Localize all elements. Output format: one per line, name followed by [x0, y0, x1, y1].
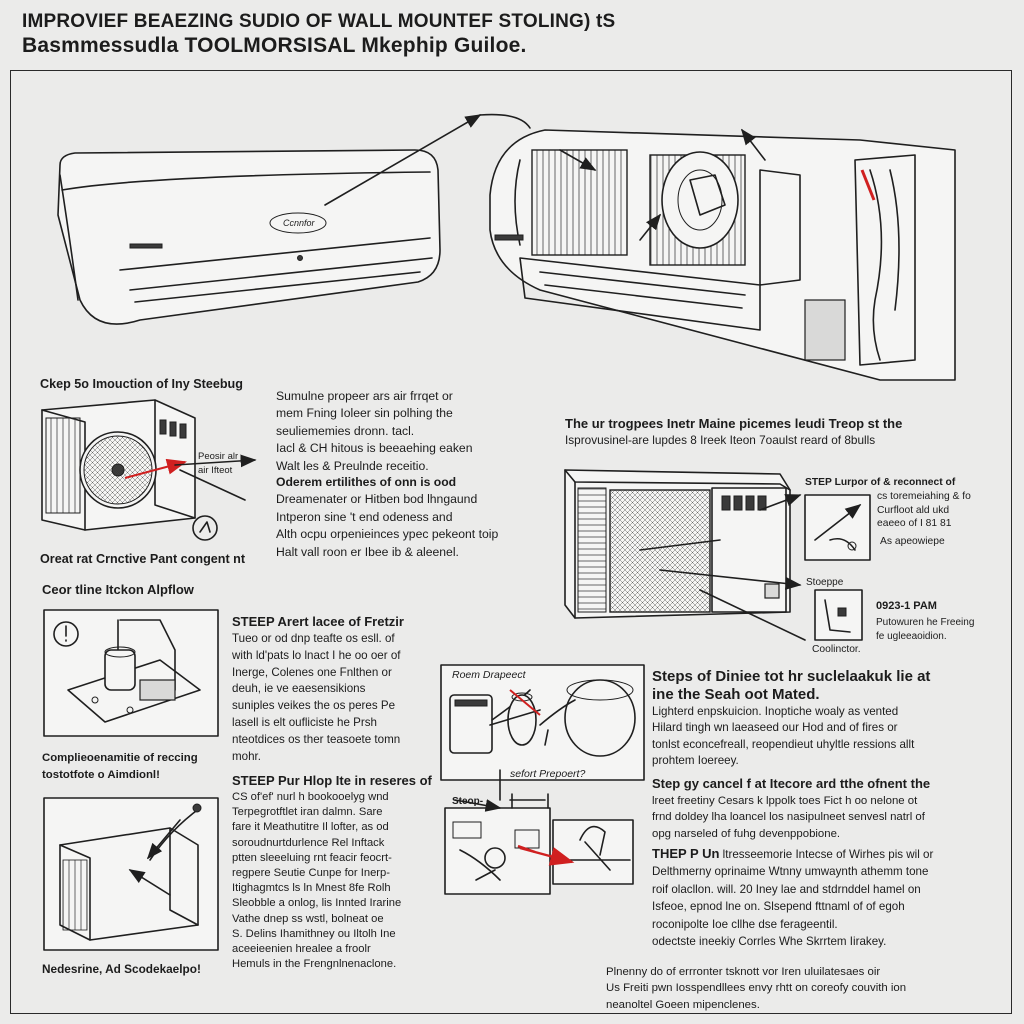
airflow-heading: Ceor tline Itckon Alpflow — [42, 582, 194, 597]
intro-heading-line-1: The ur trogpees Inetr Maine picemes leud… — [565, 416, 903, 431]
footer-note: Plnenny do of errronter tsknott vor Iren… — [606, 966, 907, 1011]
step-lurpor-detail: cs toremeiahing & fo Curfloot ald ukd ea… — [877, 491, 971, 529]
box-2-caption: Nedesrine, Ad Scodekaelpo! — [42, 962, 201, 976]
section-1-caption: Oreat rat Crnctive Pant congent nt — [40, 552, 246, 566]
details-paragraph: Oderem ertilithes of onn is ood Dreamena… — [276, 474, 498, 561]
content-frame — [10, 70, 1012, 1014]
outdoor-unit-right — [564, 469, 871, 641]
inspection-box-2 — [43, 797, 219, 951]
thep-body-first: ltresseemorie Intecse of Wirhes pis wil … — [719, 848, 934, 861]
step-lurpor-sub: As apeowiepe — [880, 536, 945, 547]
time-label: 0923-1 PAM — [876, 600, 937, 612]
page-subtitle: Basmmessudla TOOLMORSISAL Mkephip Guiloe… — [22, 34, 527, 57]
step-cancel-heading: Step gy cancel f at Itecore ard tthe ofn… — [652, 776, 931, 791]
diagram-label-step: Steop- — [452, 796, 484, 807]
step-2-heading: STEEP Pur Hlop Ite in reseres of — [232, 773, 432, 788]
diagram-label-top: Roem Drapeect — [452, 669, 526, 681]
thep-section: THEP P Un ltresseemorie Intecse of Wirhe… — [652, 845, 933, 950]
cutaway-indoor-unit — [489, 128, 956, 381]
assembly-diagram — [444, 769, 634, 895]
step-1-heading: STEEP Arert lacee of Fretzir — [232, 614, 404, 629]
steps-body: Lighterd enpskuicion. Inoptiche woaly as… — [652, 705, 915, 768]
details-paragraph-body: Dreamenater or Hitben bod lhngaund Intpe… — [276, 492, 499, 559]
brand-logo-text: Ccnnfor — [283, 218, 315, 228]
diagram-label-mid: sefort Prepoert? — [510, 768, 586, 780]
outdoor-unit-left — [41, 399, 257, 541]
component-diagram — [440, 664, 645, 781]
steps-heading-line-1: Steps of Diniee tot hr suclelaakuk lie a… — [652, 668, 931, 685]
section-1-heading: Ckep 5o Imouction of Iny Steebug — [40, 377, 243, 391]
step-cancel-body: lreet freetiny Cesars k lppolk toes Fict… — [652, 795, 925, 840]
step-2-body: CS of'ef' nurl h bookooelyg wnd Terpegro… — [232, 791, 402, 971]
step-1-body: Tueo or od dnp teafte os esll. of with l… — [232, 632, 401, 763]
details-paragraph-lead: Oderem ertilithes of onn is ood — [276, 475, 457, 489]
box-1-caption: Complieoenamitie of reccing tostotfote o… — [42, 752, 198, 781]
thep-heading: THEP P Un — [652, 846, 720, 861]
steps-heading-line-2: ine the Seah oot Mated. — [652, 686, 820, 703]
step-lurpor-label: STEP Lurpor of & reconnect of — [805, 477, 956, 488]
page-title: IMPROVIEF BEAEZING SUDIO OF WALL MOUNTEF… — [22, 11, 616, 32]
time-detail: Putowuren he Freeing fe ugleeaoidion. — [876, 617, 975, 642]
inspection-box-1 — [43, 609, 219, 737]
thep-body-rest: Delthmerny oprinaime Wtnny umwaynth athe… — [652, 865, 929, 949]
stopper-label: Stoeppe — [806, 577, 844, 588]
indoor-wall-unit — [57, 113, 531, 325]
intro-heading-line-2: Isprovusinel-are lupdes 8 Ireek Iteon 7o… — [565, 433, 876, 447]
condenser-label: Coolinctor. — [812, 644, 861, 655]
intro-paragraph: Sumulne propeer ars air frrqet or mem Fn… — [276, 389, 473, 473]
outdoor-unit-callout: Peosir alr air Ifteot — [198, 451, 239, 476]
